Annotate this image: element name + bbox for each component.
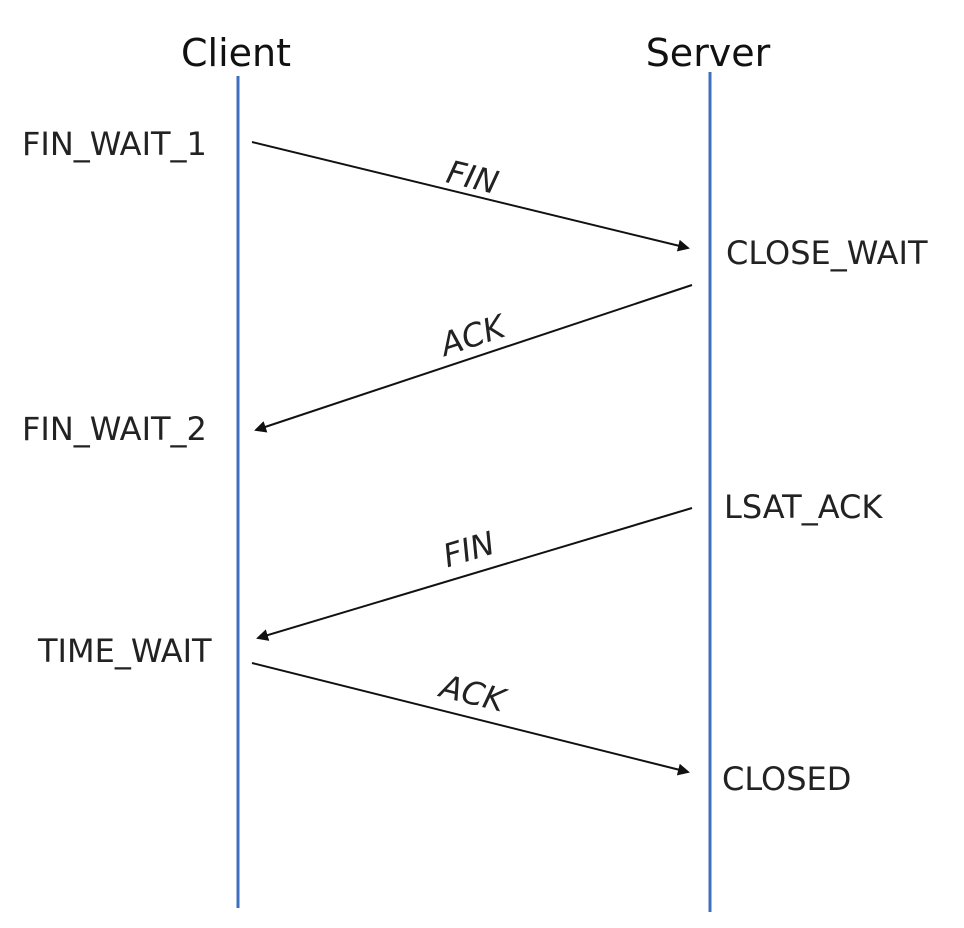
state-time-wait: TIME_WAIT <box>37 632 212 670</box>
state-closed: CLOSED <box>722 760 851 798</box>
fin-arrow-client-to-server <box>251 141 690 252</box>
ack-message-label-1: ACK <box>434 306 513 364</box>
ack-arrow-client-to-server <box>251 662 690 776</box>
state-last-ack: LSAT_ACK <box>724 488 883 526</box>
state-fin-wait-2: FIN_WAIT_2 <box>22 410 207 448</box>
ack-arrow-server-to-client <box>254 284 693 433</box>
fin-message-label-1: FIN <box>443 153 502 202</box>
fin-arrow-server-to-client <box>256 507 693 641</box>
client-actor-label: Client <box>181 31 291 75</box>
server-actor-label: Server <box>646 31 771 75</box>
state-close-wait: CLOSE_WAIT <box>726 234 928 272</box>
state-fin-wait-1: FIN_WAIT_1 <box>22 125 207 163</box>
fin-message-label-2: FIN <box>439 524 500 575</box>
